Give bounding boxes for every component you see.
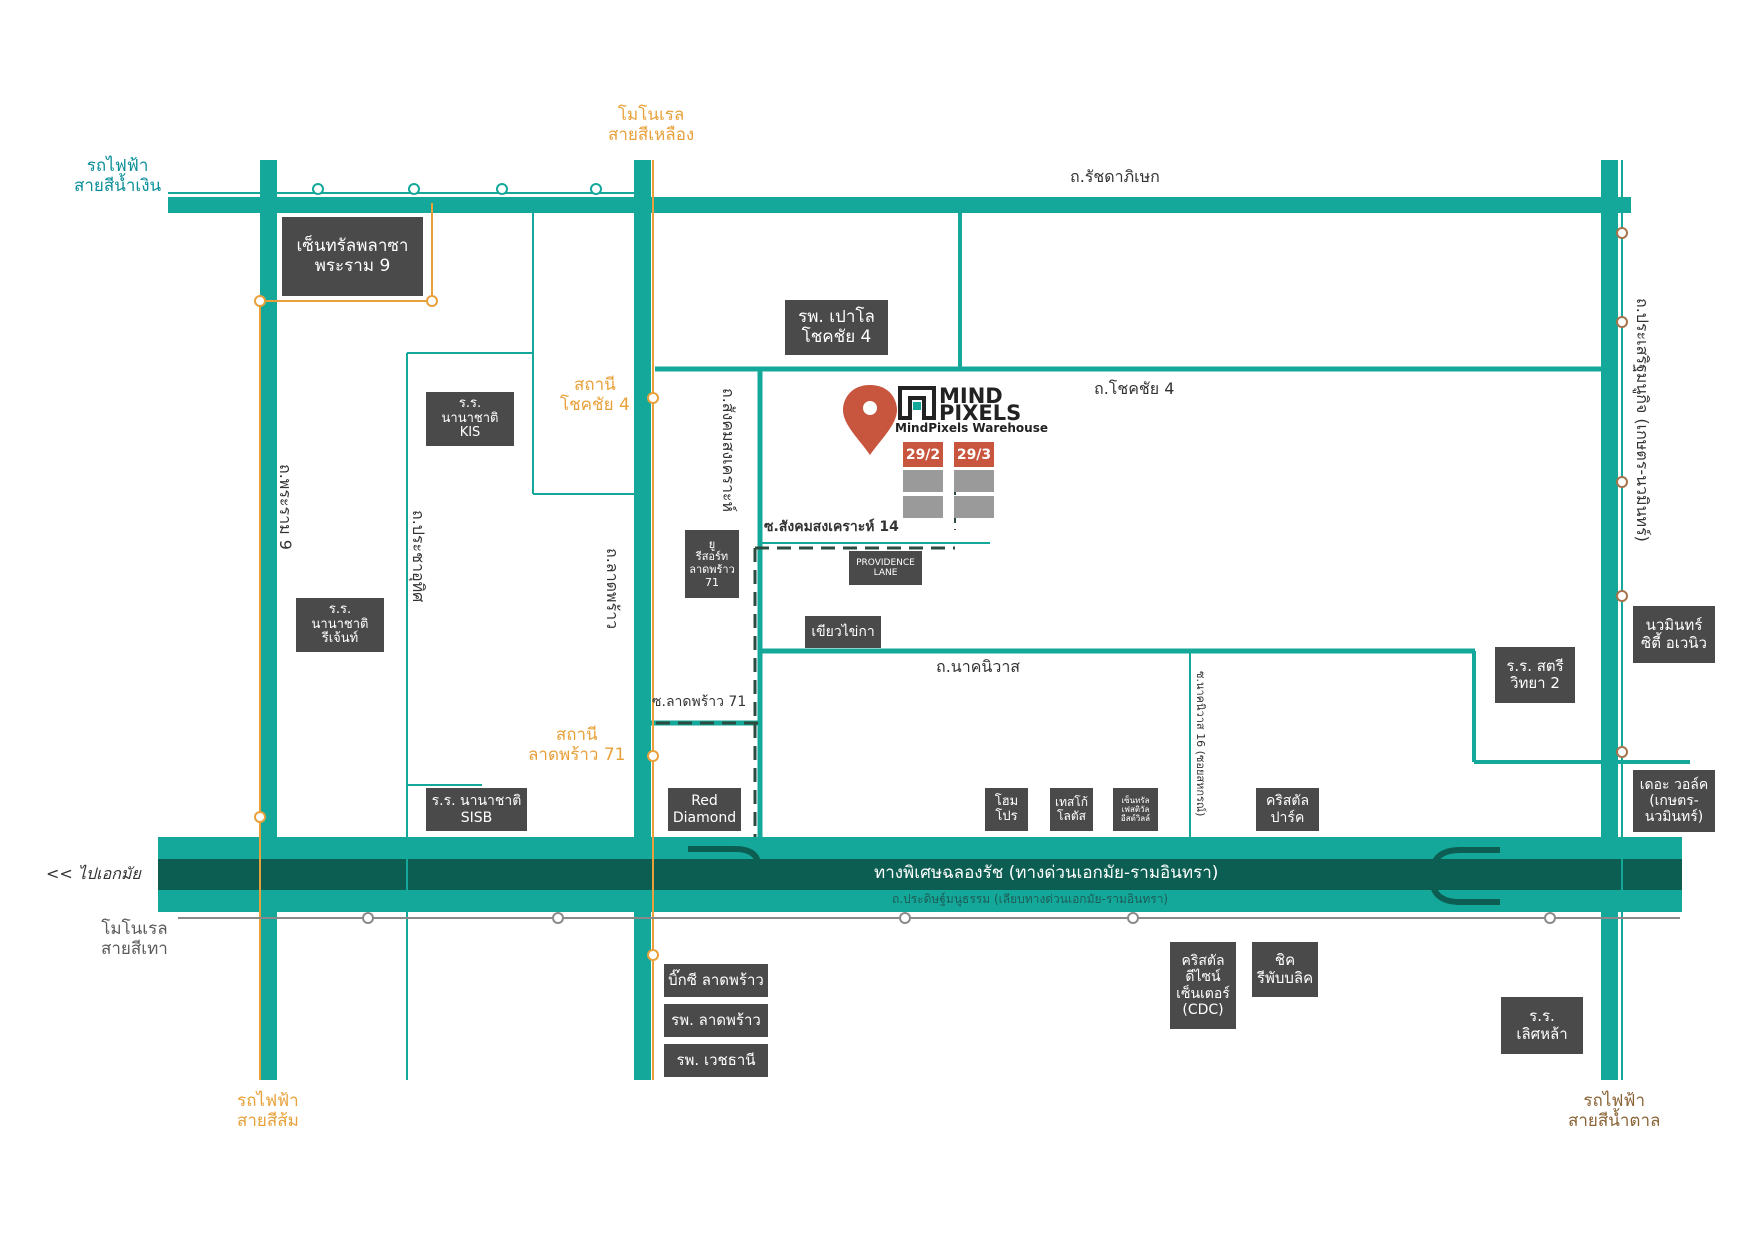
landmark-central-rama9: เซ็นทรัลพลาซา พระราม 9	[282, 217, 423, 296]
station-chokchai4: สถานี โชคชัย 4	[560, 375, 630, 415]
label-ladprao: ถ.ลาดพร้าว	[603, 548, 622, 630]
landmark-nawamin-city: นวมินทร์ ซิตี้ อเวนิว	[1633, 606, 1715, 663]
brand-name-line1: MIND	[939, 384, 1003, 408]
station-ladprao71: สถานี ลาดพร้าว 71	[528, 725, 626, 765]
label-pracha-uthit: ถ.ประชาอุทิศ	[409, 510, 428, 603]
landmark-regent: ร.ร. นานาชาติ รีเจ้นท์	[296, 598, 384, 652]
landmark-ladprao-hospital: รพ. ลาดพร้าว	[664, 1004, 768, 1037]
station-dot	[1127, 912, 1139, 924]
landmark-satri: ร.ร. สตรี วิทยา 2	[1495, 647, 1575, 703]
label-soi-sangkhom14: ซ.สังคมสงเคราะห์ 14	[764, 519, 899, 535]
station-dot	[899, 912, 911, 924]
road-ladprao	[634, 160, 651, 1080]
landmark-vejthani: รพ. เวชธานี	[664, 1044, 768, 1077]
station-dot	[408, 183, 420, 195]
label-praram9: ถ.พระราม 9	[276, 464, 295, 550]
station-dot	[254, 811, 266, 823]
station-dot	[1616, 746, 1628, 758]
landmark-central-festival: เซ็นทรัล เฟสติวัล อีสต์วิลล์	[1113, 788, 1158, 831]
unit-29-3-block	[954, 496, 994, 518]
landmark-chic: ชิค รีพับบลิค	[1252, 942, 1318, 997]
location-pin-icon	[843, 385, 897, 455]
unit-29-3-block	[954, 470, 994, 492]
road-expressway	[158, 859, 1682, 890]
station-dot	[647, 392, 659, 404]
unit-29-2-block	[903, 496, 943, 518]
ramp-east-bottom	[1429, 877, 1500, 905]
landmark-lertla: ร.ร. เลิศหล้า	[1501, 997, 1583, 1054]
landmark-tesco: เทสโก้ โลตัส	[1050, 788, 1093, 831]
landmark-red-diamond: Red Diamond	[668, 788, 741, 831]
landmark-homepro: โฮม โปร	[985, 788, 1028, 831]
landmark-paolo: รพ. เปาโล โชคชัย 4	[785, 300, 888, 355]
station-dot	[1616, 590, 1628, 602]
unit-29-2: 29/2	[903, 442, 943, 467]
station-dot	[496, 183, 508, 195]
label-gray-line: โมโนเรล สายสีเทา	[101, 919, 168, 959]
label-nak-niwat: ถ.นาคนิวาส	[936, 657, 1021, 676]
station-dot	[1544, 912, 1556, 924]
label-chokchai4: ถ.โชคชัย 4	[1094, 379, 1175, 398]
label-ratchadaphisek: ถ.รัชดาภิเษก	[1070, 167, 1160, 186]
brand-name-line2: PIXELS	[939, 401, 1022, 425]
road-expressway-lower	[158, 890, 1682, 912]
brand-subtitle: MindPixels Warehouse	[895, 421, 1048, 435]
landmark-the-walk: เดอะ วอล์ค (เกษตร- นวมินทร์)	[1633, 770, 1715, 832]
road-expressway-upper	[158, 837, 1682, 859]
landmark-cdc: คริสตัล ดีไซน์ เซ็นเตอร์ (CDC)	[1170, 942, 1236, 1029]
label-sangkhom: ถ.สังคมสงเคราะห์	[719, 388, 738, 513]
label-yellow-line: โมโนเรล สายสีเหลือง	[608, 105, 695, 145]
station-dot	[312, 183, 324, 195]
landmark-bigc: บิ๊กซี ลาดพร้าว	[664, 964, 768, 997]
landmark-kiao-khai-ka: เขียวไข่กา	[805, 616, 881, 648]
road-prasert	[1601, 160, 1618, 1080]
station-dot	[590, 183, 602, 195]
station-dot	[426, 295, 438, 307]
label-expressway: ทางพิเศษฉลองรัช (ทางด่วนเอกมัย-รามอินทรา…	[874, 863, 1219, 883]
label-to-ekkamai: << ไปเอกมัย	[46, 864, 141, 883]
station-dot	[254, 295, 266, 307]
label-orange-line: รถไฟฟ้า สายสีส้ม	[237, 1091, 299, 1131]
station-dot	[1616, 476, 1628, 488]
station-dot	[1616, 316, 1628, 328]
landmark-sisb: ร.ร. นานาชาติ SISB	[426, 788, 527, 831]
mindpixels-logo-icon	[898, 386, 936, 420]
station-dot	[647, 949, 659, 961]
ramp-west	[688, 846, 761, 863]
label-pradit: ถ.ประดิษฐ์มนูธรรม (เลียบทางด่วนเอกมัย-รา…	[892, 892, 1169, 906]
station-dot	[647, 750, 659, 762]
landmark-providence: PROVIDENCE LANE	[849, 551, 922, 585]
label-prasert: ถ.ประเสริฐมนูกิจ (เกษตร-นวมินทร์)	[1633, 298, 1652, 542]
unit-29-2-block	[903, 470, 943, 492]
ramp-east-top	[1429, 847, 1500, 876]
label-nak-niwat16: ซ.นาคนิวาส 16 (ซอยสหกรณ์)	[1194, 671, 1207, 817]
label-brown-line: รถไฟฟ้า สายสีน้ำตาล	[1568, 1091, 1661, 1131]
station-dot	[552, 912, 564, 924]
station-markers	[254, 183, 1628, 961]
road-ratchadaphisek	[168, 197, 1631, 213]
landmark-crystal-park: คริสตัล ปาร์ค	[1256, 788, 1319, 831]
label-blue-line: รถไฟฟ้า สายสีน้ำเงิน	[74, 156, 162, 196]
label-soi-ladprao71: ซ.ลาดพร้าว 71	[652, 694, 747, 710]
unit-29-3: 29/3	[954, 442, 994, 467]
landmark-kis: ร.ร. นานาชาติ KIS	[426, 392, 514, 446]
station-dot	[362, 912, 374, 924]
landmark-u-store: ยู รีสอร์ท ลาดพร้าว 71	[685, 530, 739, 598]
station-dot	[1616, 227, 1628, 239]
